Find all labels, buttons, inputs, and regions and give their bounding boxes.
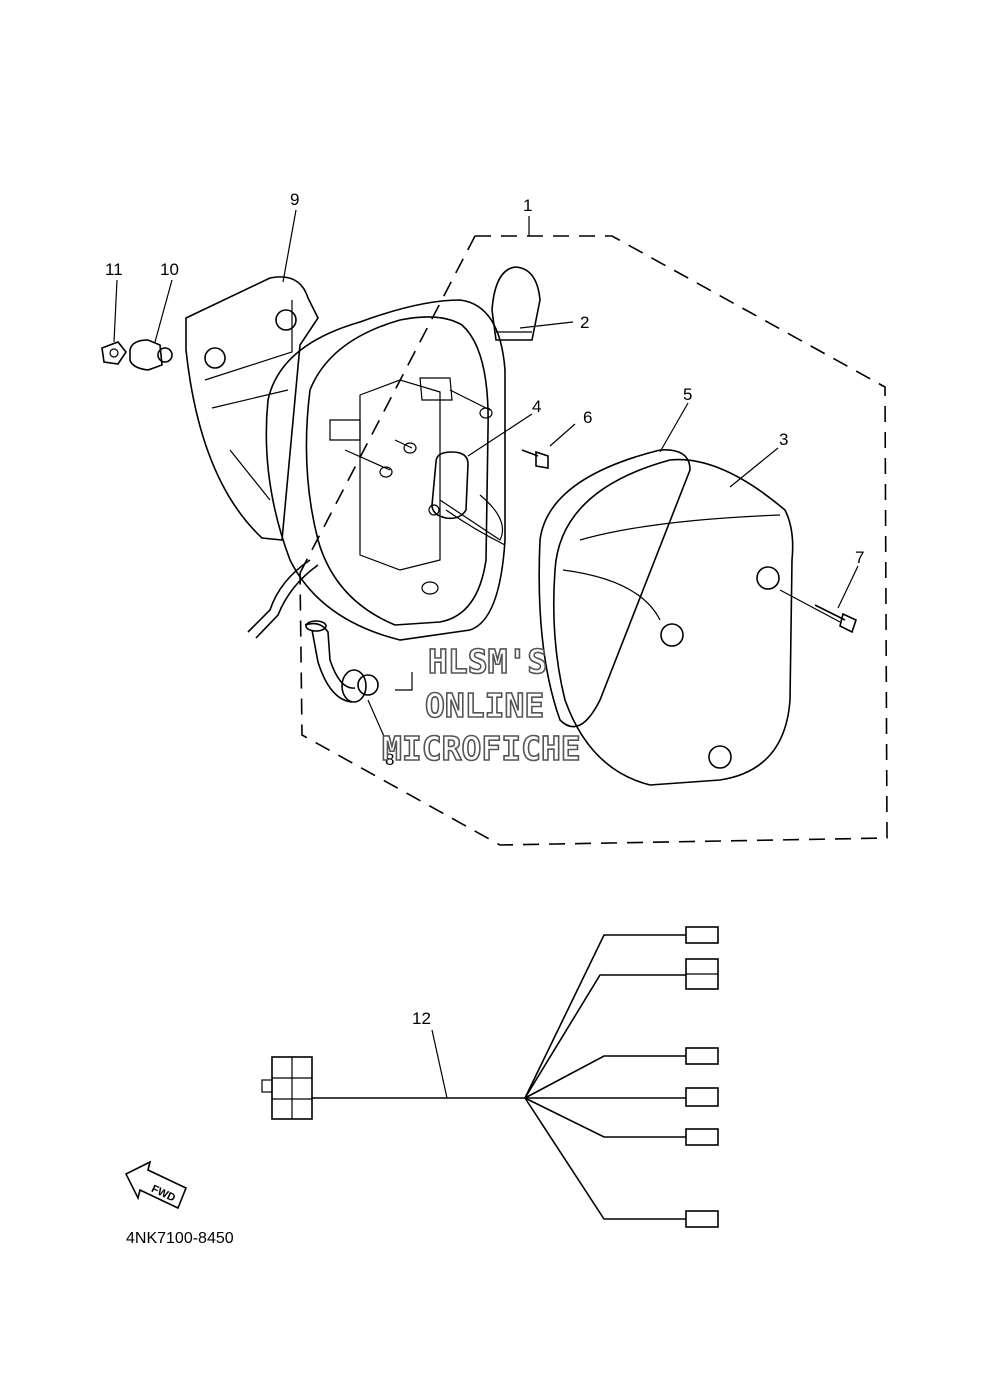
callout-6: 6 [583, 408, 592, 427]
callout-10: 10 [160, 260, 179, 279]
socket-part-4 [428, 451, 506, 546]
watermark-line-2: ONLINE [425, 686, 544, 725]
callout-4: 4 [532, 397, 541, 416]
bulb-part-2 [491, 266, 541, 341]
screw-part-6 [521, 449, 549, 469]
bracket-plate-part-9 [185, 276, 319, 541]
wire-harness-part-12 [261, 926, 719, 1228]
gasket-part-5 [538, 449, 691, 728]
lens-part-3 [552, 458, 794, 786]
diagram-code: 4NK7100-8450 [126, 1230, 234, 1247]
callouts: 1 2 3 4 5 6 7 8 9 10 11 12 [105, 190, 864, 1028]
callout-9: 9 [290, 190, 299, 209]
callout-11: 11 [105, 260, 123, 279]
screw-part-7 [814, 604, 857, 634]
watermark-line-1: HLSM'S [428, 642, 547, 681]
collar-part-10 [129, 339, 173, 371]
taillight-housing [247, 299, 506, 641]
nut-part-11 [101, 341, 127, 365]
callout-8: 8 [385, 750, 394, 769]
callout-7: 7 [855, 548, 864, 567]
callout-3: 3 [779, 430, 788, 449]
grommet-part-8 [304, 620, 379, 703]
callout-1: 1 [523, 196, 532, 215]
assembly-boundary [299, 235, 888, 846]
callout-12: 12 [412, 1009, 431, 1028]
watermark: HLSM'S ONLINE MICROFICHE [381, 641, 581, 769]
leader-lines [113, 209, 859, 751]
fwd-arrow-icon: FWD [124, 1160, 188, 1210]
callout-5: 5 [683, 385, 692, 404]
watermark-line-3: MICROFICHE [382, 729, 581, 768]
callout-2: 2 [580, 313, 589, 332]
